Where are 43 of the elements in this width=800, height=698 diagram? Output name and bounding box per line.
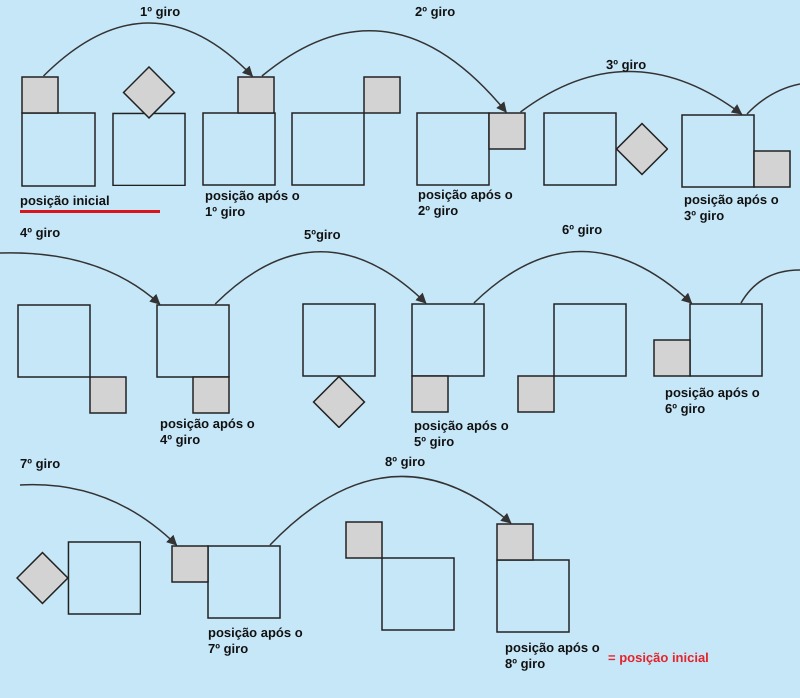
position-caption: posição após o 4º giro [160, 416, 256, 448]
position-caption: posição após o 8º giro [505, 640, 601, 672]
curved-arrow [520, 70, 742, 115]
position-caption: posição após o 2º giro [418, 187, 514, 219]
note-text: = posição inicial [608, 650, 709, 666]
square-pair-drawing [543, 112, 668, 186]
edge-label: 1º giro [140, 4, 180, 19]
square-pair-drawing [517, 303, 627, 413]
curved-arrow [20, 484, 178, 546]
edge-label: 6º giro [562, 222, 602, 237]
position-caption: posição após o 7º giro [208, 625, 304, 657]
square-pair-drawing [291, 76, 401, 186]
position-caption: posição após o 1º giro [205, 188, 301, 220]
position-caption: posição após o 3º giro [684, 192, 780, 224]
square-pair-drawing [302, 303, 376, 428]
square-pair-drawing [653, 303, 763, 377]
position-caption: posição após o 5º giro [414, 418, 510, 450]
edge-label: 4º giro [20, 225, 60, 240]
square-pair-drawing [17, 304, 127, 414]
edge-label: 3º giro [606, 57, 646, 72]
square-pair-drawing [21, 76, 96, 187]
curved-arrow [214, 251, 427, 305]
square-pair-drawing [411, 303, 485, 413]
square-pair-drawing [496, 523, 570, 633]
position-caption: posição após o 6º giro [665, 385, 761, 417]
square-pair-drawing [416, 112, 526, 186]
position-caption: posição inicial [20, 193, 160, 213]
square-pair-drawing [16, 541, 141, 615]
square-pair-drawing [202, 76, 276, 186]
edge-label: 2º giro [415, 4, 456, 19]
square-pair-drawing [681, 114, 791, 188]
curved-arrow [269, 476, 512, 546]
square-pair-drawing [171, 545, 281, 619]
square-pair-drawing [345, 521, 455, 631]
edge-label: 5ºgiro [304, 227, 341, 242]
curved-arrow [473, 250, 692, 304]
square-pair-drawing [112, 66, 186, 186]
edge-label: 8º giro [385, 454, 426, 469]
edge-label: 7º giro [20, 456, 60, 471]
curved-arrow [43, 22, 254, 77]
square-pair-drawing [156, 304, 230, 414]
curved-arrow [0, 252, 160, 305]
curved-arrow [261, 30, 507, 113]
